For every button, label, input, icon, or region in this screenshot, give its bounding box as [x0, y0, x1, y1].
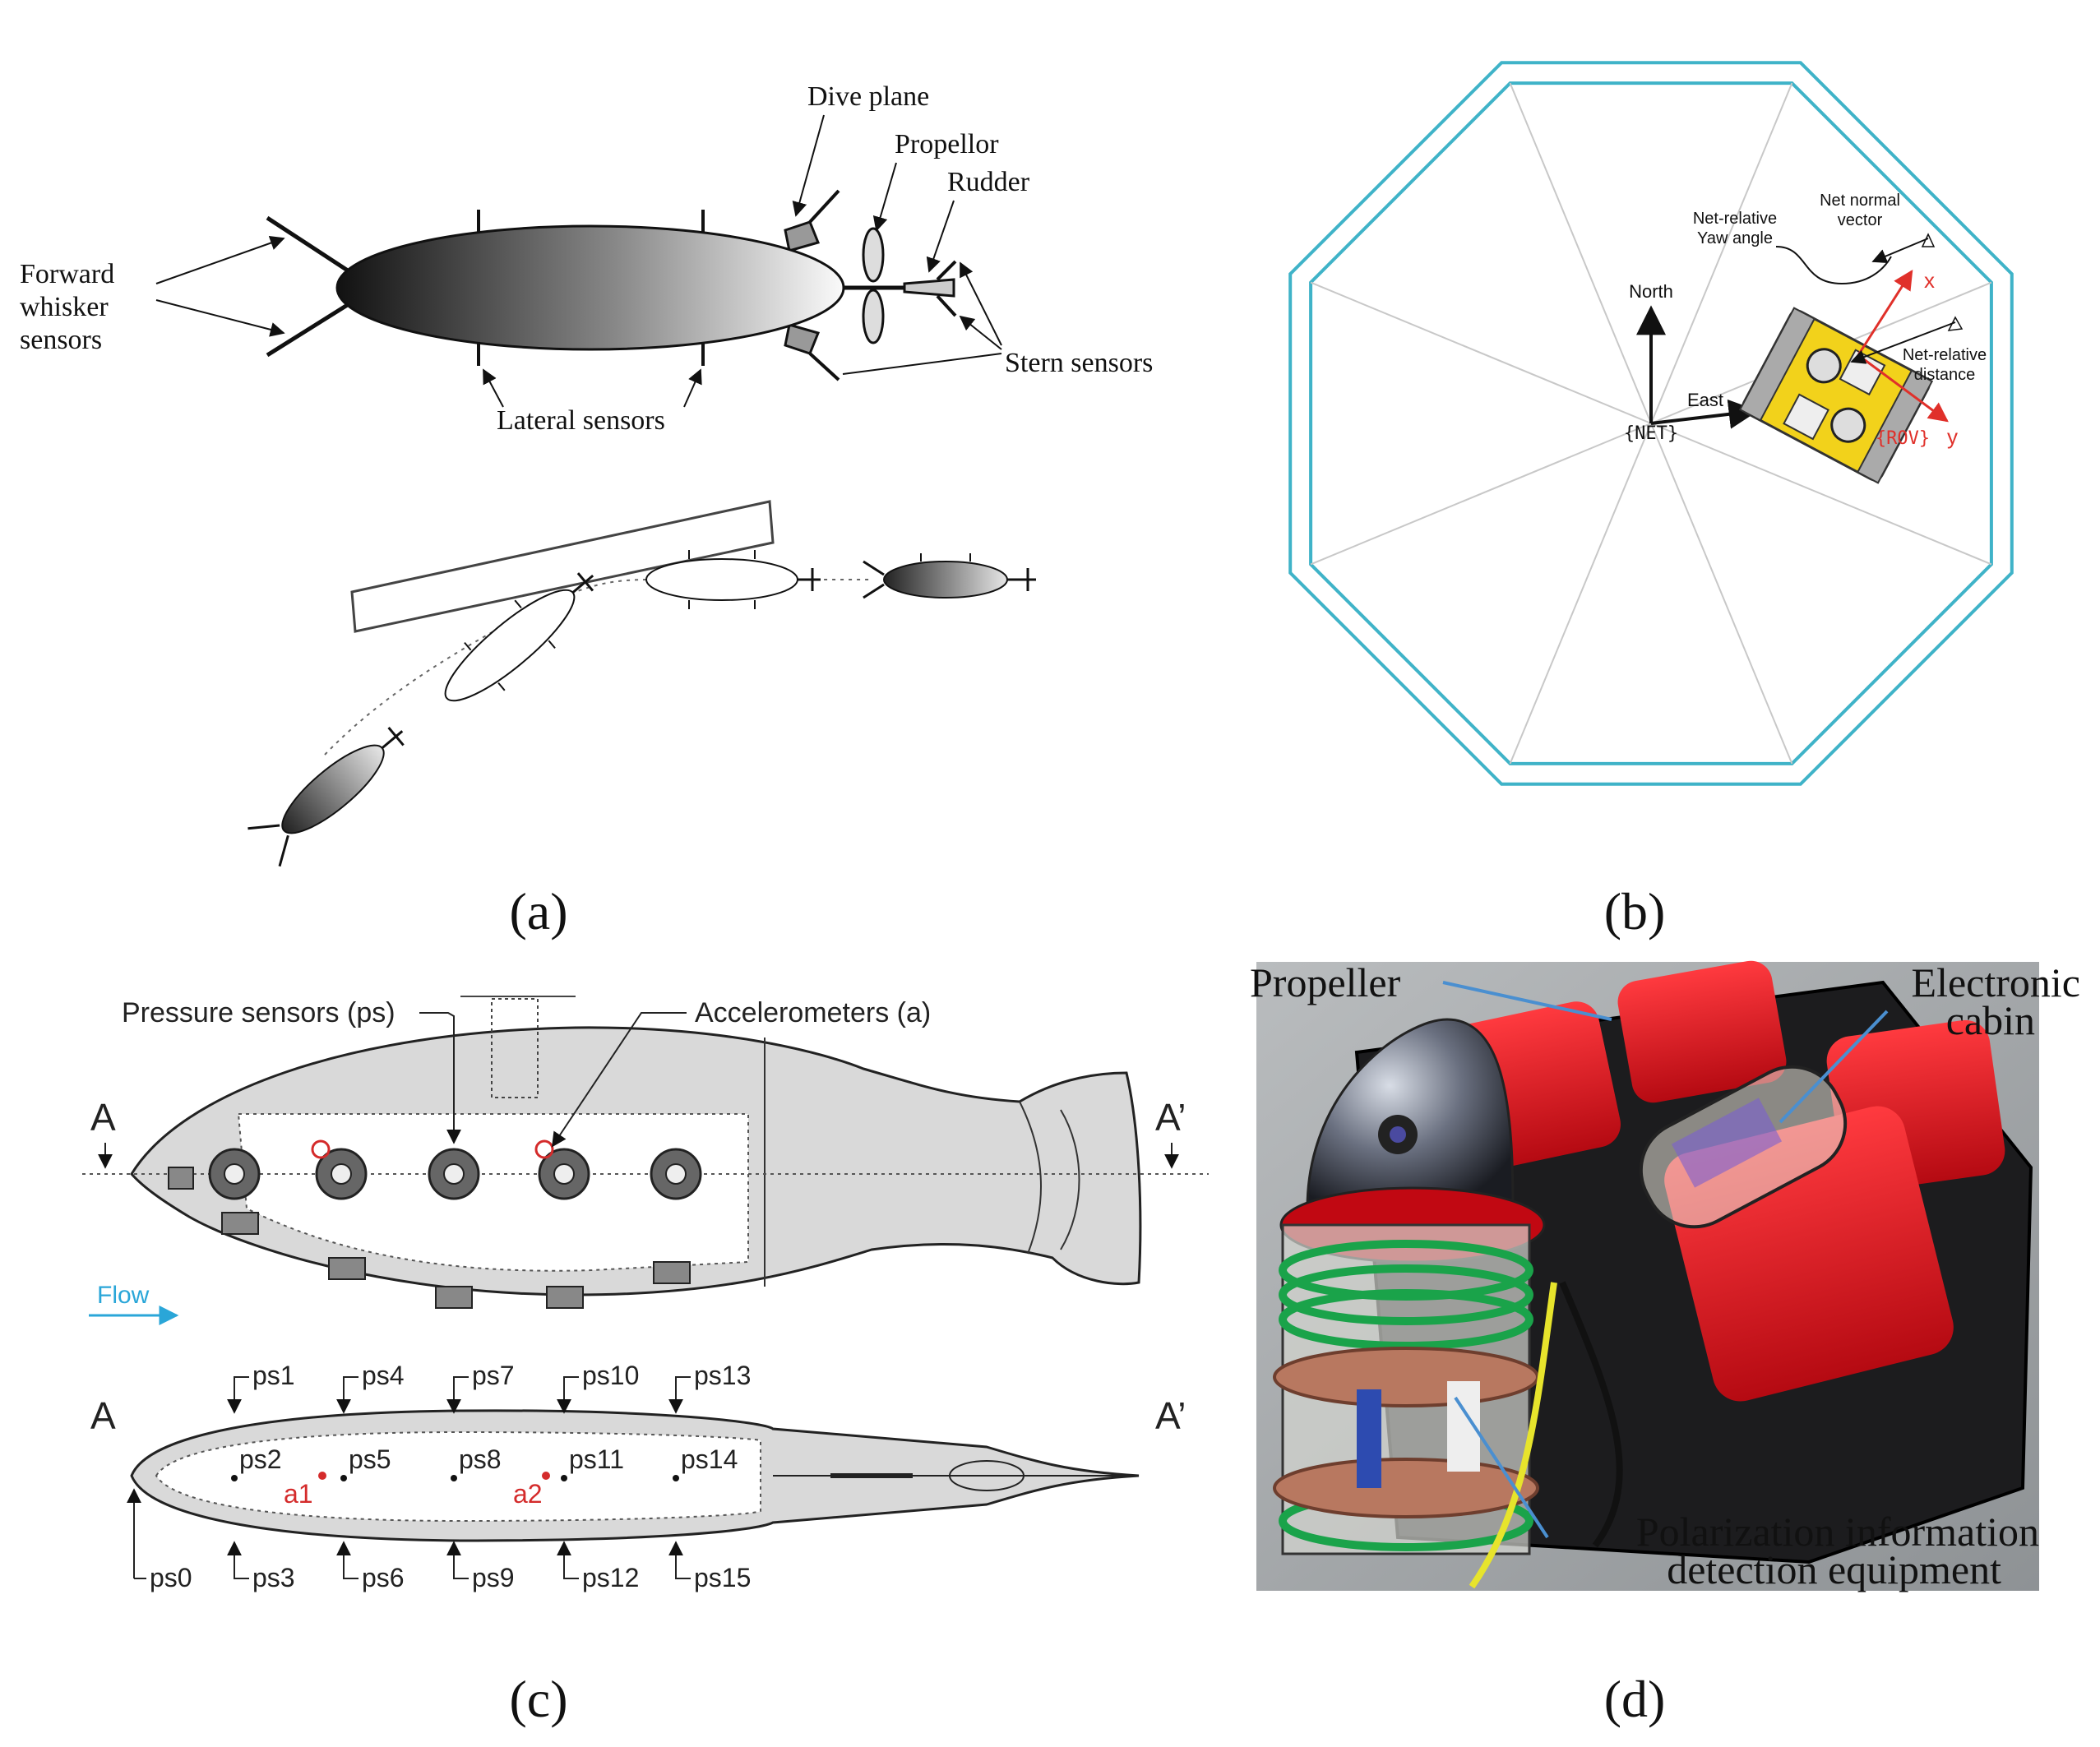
label-rov-x: x [1924, 268, 1935, 293]
panel-d: Propeller Electronic cabin Polarization … [1250, 959, 2080, 1728]
label-ps7: ps7 [472, 1361, 515, 1390]
rov-topview [1738, 307, 1934, 484]
label-propellor: Propellor [895, 129, 999, 159]
label-ps13: ps13 [694, 1361, 751, 1390]
label-electronic-cabin-line1: Electronic [1912, 959, 2080, 1005]
label-yaw-line1: Net-relative [1693, 210, 1777, 228]
east-axis [1650, 399, 1759, 429]
label-ps9: ps9 [472, 1563, 515, 1592]
side-sensor-mounts [168, 1167, 691, 1309]
label-section-a-prime-bottom: A’ [1155, 1394, 1186, 1437]
caption-c: (c) [509, 1670, 567, 1728]
label-accelerometers: Accelerometers (a) [695, 997, 931, 1028]
sensor-dot-ps5 [340, 1475, 347, 1481]
label-ps5: ps5 [349, 1444, 391, 1474]
pressure-sensor-discs [208, 1139, 702, 1200]
label-lateral-sensors: Lateral sensors [497, 405, 665, 436]
label-rudder: Rudder [947, 167, 1030, 197]
label-net-normal-line2: vector [1838, 211, 1883, 229]
label-ps2: ps2 [239, 1444, 282, 1474]
caption-b: (b) [1604, 882, 1666, 941]
label-east: East [1687, 390, 1723, 410]
net-distance-line [1850, 321, 1956, 364]
label-ps4: ps4 [362, 1361, 405, 1390]
label-ps12: ps12 [582, 1563, 639, 1592]
sensor-dot-ps8 [451, 1475, 457, 1481]
label-pressure-sensors: Pressure sensors (ps) [122, 997, 395, 1028]
label-section-a-prime-top: A’ [1155, 1096, 1186, 1139]
sensor-dot-ps11 [561, 1475, 567, 1481]
label-ps14: ps14 [681, 1444, 738, 1474]
label-north: North [1629, 281, 1673, 302]
net-normal-vector [1871, 238, 1929, 264]
label-stern-sensors: Stern sensors [1005, 348, 1153, 378]
label-electronic-cabin-line2: cabin [1946, 997, 2035, 1043]
label-distance-line1: Net-relative [1903, 346, 1987, 364]
label-net-frame: {NET} [1624, 423, 1678, 444]
propeller-leader [1442, 981, 1612, 1021]
panel-c: Pressure sensors (ps) Accelerometers (a)… [82, 996, 1209, 1728]
label-ps15: ps15 [694, 1563, 751, 1592]
label-ps3: ps3 [252, 1563, 295, 1592]
label-yaw-line2: Yaw angle [1697, 229, 1773, 247]
label-polarization-line2: detection equipment [1667, 1546, 2001, 1592]
wall-obstacle [350, 500, 775, 633]
sensor-dot-ps2 [231, 1475, 238, 1481]
label-ps6: ps6 [362, 1563, 405, 1592]
panel-a: Forward whisker sensors Dive plane Prope… [20, 81, 1153, 941]
label-section-a-bottom: A [90, 1394, 116, 1437]
yaw-angle-arc [1775, 246, 1892, 285]
label-flow: Flow [97, 1282, 150, 1309]
label-a1: a1 [284, 1479, 313, 1509]
caption-d: (d) [1604, 1670, 1666, 1728]
label-ps8: ps8 [459, 1444, 502, 1474]
panel-b: North East {NET} x y {ROV} Net normal ve… [1288, 61, 2014, 941]
label-forward-whisker-line1: Forward [20, 259, 114, 289]
label-net-normal-line1: Net normal [1820, 192, 1900, 210]
label-a2: a2 [513, 1479, 543, 1509]
label-forward-whisker-line2: whisker [20, 292, 109, 322]
label-propeller: Propeller [1250, 959, 1401, 1005]
label-ps10: ps10 [582, 1361, 639, 1390]
label-forward-whisker-line3: sensors [20, 325, 102, 355]
label-section-a-top: A [90, 1096, 116, 1139]
label-rov-frame: {ROV} [1876, 428, 1930, 449]
electronic-cabin-leader [1779, 1010, 1889, 1124]
label-ps0: ps0 [150, 1563, 192, 1592]
net-cage-outline [1288, 61, 2014, 786]
sensor-dot-ps14 [673, 1475, 679, 1481]
label-polarization-line1: Polarization information [1636, 1509, 2039, 1555]
caption-a: (a) [509, 882, 567, 941]
rov-x-axis [1857, 269, 1913, 356]
label-ps11: ps11 [569, 1444, 624, 1474]
auv-vehicle-large [266, 189, 957, 381]
auv-trajectory [247, 550, 1036, 867]
rov-y-axis [1857, 354, 1949, 423]
label-distance-line2: distance [1914, 366, 1976, 384]
rov-photo [1273, 960, 2033, 1589]
label-ps1: ps1 [252, 1361, 295, 1390]
label-rov-y: y [1947, 424, 1958, 449]
accelerometer-a2-dot [542, 1472, 550, 1480]
label-dive-plane: Dive plane [807, 81, 929, 112]
polarization-leader [1454, 1396, 1549, 1539]
accelerometer-a1-dot [318, 1472, 326, 1480]
